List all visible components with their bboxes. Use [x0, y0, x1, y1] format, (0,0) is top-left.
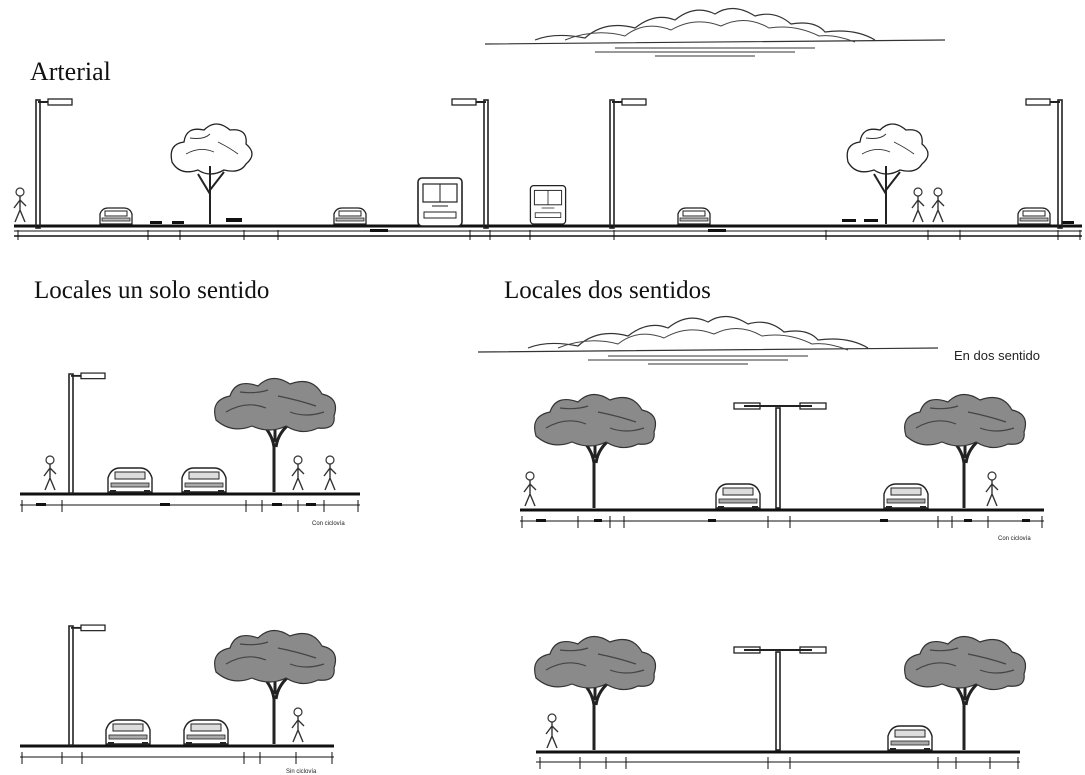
- two-way-top-tree-left: [533, 392, 657, 510]
- two-way-subtitle: En dos sentido: [954, 348, 1040, 363]
- one-way-title: Locales un solo sentido: [34, 277, 269, 304]
- one-way-bottom-car-1: [105, 719, 151, 746]
- arterial-car-2: [333, 207, 367, 225]
- arterial-bus-1: [417, 177, 463, 227]
- one-way-bottom-car-2: [183, 719, 229, 746]
- one-way-top-streetlight: [68, 372, 106, 495]
- arterial-streetlight-1: [35, 98, 73, 229]
- one-way-with-bikeway: Con ciclovía: [20, 372, 360, 527]
- one-way-top-car-1: [107, 467, 153, 494]
- one-way-top-tree: [213, 376, 337, 494]
- two-way-top-pedestrian-2: [985, 471, 999, 507]
- arterial-car-4: [1017, 207, 1051, 225]
- two-way-title: Locales dos sentidos: [504, 277, 711, 304]
- two-way-bottom-pedestrian: [545, 713, 559, 749]
- arterial-title: Arterial: [30, 57, 111, 86]
- two-way-top-car-1: [715, 483, 761, 510]
- arterial-tree-left: [170, 123, 254, 225]
- arterial-streetlight-3: [609, 98, 647, 229]
- arterial-ground: [14, 218, 1082, 240]
- one-way-top-note: Con ciclovía: [312, 521, 345, 527]
- one-way-bottom-note: Sin ciclovía: [286, 769, 317, 775]
- arterial-bus-2: [529, 184, 567, 225]
- one-way-without-bikeway: Sin ciclovía: [20, 624, 337, 775]
- two-way-top-car-2: [883, 483, 929, 510]
- one-way-bottom-pedestrian: [291, 707, 305, 743]
- arterial-car-1: [99, 207, 133, 225]
- one-way-top-car-2: [181, 467, 227, 494]
- one-way-top-pedestrian-1: [43, 455, 57, 491]
- arterial-pedestrian-1: [13, 187, 27, 223]
- two-way-top-pedestrian-1: [523, 471, 537, 507]
- arterial-tree-right: [846, 123, 929, 225]
- one-way-bottom-streetlight: [68, 624, 106, 747]
- one-way-bottom-tree: [213, 628, 337, 746]
- two-way-bottom-double-streetlight: [733, 646, 827, 751]
- two-way-with-bikeway: Con ciclovía: [520, 392, 1044, 542]
- one-way-section: Locales un solo sentido Con ciclovía: [20, 277, 360, 775]
- one-way-top-pedestrian-3: [323, 455, 337, 491]
- two-way-without-bikeway: [533, 634, 1027, 769]
- two-way-bottom-tree-left: [533, 634, 657, 752]
- arterial-car-3: [677, 207, 711, 225]
- arterial-cloud-sketch: [484, 7, 946, 57]
- arterial-section: Arterial: [13, 7, 1082, 240]
- arterial-pedestrian-3: [931, 187, 945, 223]
- two-way-section: Locales dos sentidos En dos sentido: [477, 277, 1044, 769]
- two-way-cloud-sketch: [477, 315, 939, 365]
- two-way-top-double-streetlight: [733, 402, 827, 509]
- two-way-top-note: Con ciclovía: [998, 536, 1031, 542]
- one-way-top-pedestrian-2: [291, 455, 305, 491]
- two-way-bottom-car: [887, 725, 933, 752]
- arterial-pedestrian-2: [911, 187, 925, 223]
